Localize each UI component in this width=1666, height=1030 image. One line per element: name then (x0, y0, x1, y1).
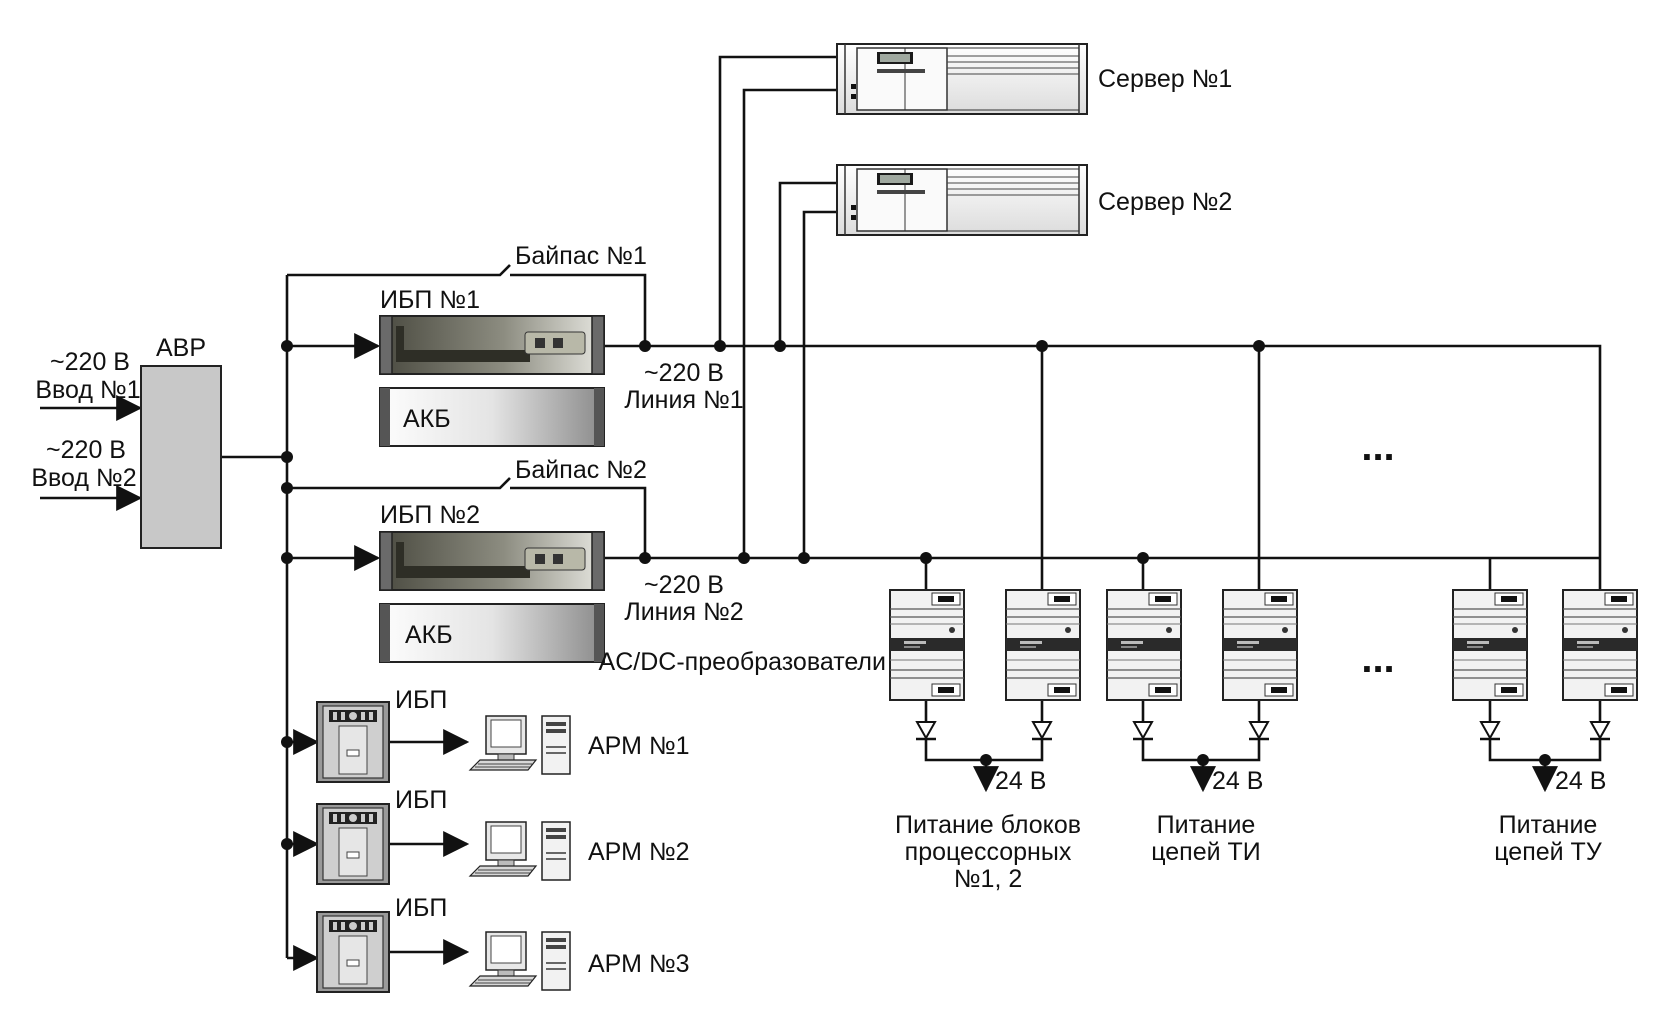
dc-voltage-1: 24 В (995, 767, 1046, 795)
bypass-1-label: Байпас №1 (515, 242, 647, 270)
converter-2 (1005, 589, 1081, 701)
server-1 (836, 43, 1088, 115)
bypass-1-wire (287, 264, 511, 277)
server-1-feed-a (718, 55, 839, 346)
tower-ups-1 (316, 701, 390, 783)
tower-ups-3 (316, 911, 390, 993)
server-2 (836, 164, 1088, 236)
input-2-label: Ввод №2 (31, 464, 136, 492)
avr-label: АВР (156, 334, 206, 362)
server-2-label: Сервер №2 (1098, 188, 1232, 216)
line-1 (603, 344, 1602, 590)
converter-5 (1452, 589, 1528, 701)
tower-ups-1-label: ИБП (395, 686, 447, 714)
group-2-desc-line-2: цепей ТИ (1151, 838, 1261, 866)
arm-3-label: АРМ №3 (588, 950, 690, 978)
group-1-desc-line-2: процессорных (905, 838, 1072, 866)
ups-1-label: ИБП №1 (380, 286, 480, 314)
arm-2-label: АРМ №2 (588, 838, 690, 866)
bypass-2-wire-end (510, 486, 647, 558)
input-2-voltage: ~220 В (46, 436, 126, 464)
battery-2-label: АКБ (405, 621, 453, 649)
group-1-desc-line-3: №1, 2 (954, 865, 1023, 893)
server-2-feed-b (802, 210, 839, 558)
battery-1 (379, 387, 605, 447)
dc-voltage-3: 24 В (1555, 767, 1606, 795)
avr-box (140, 365, 222, 549)
group-1-desc-line-1: Питание блоков (895, 811, 1081, 839)
junction-dots (281, 340, 1551, 850)
input-1-label: Ввод №1 (35, 376, 140, 404)
converter-6 (1562, 589, 1638, 701)
ellipsis-converters: ... (1361, 637, 1394, 681)
diodes (915, 721, 1611, 741)
workstation-2 (469, 821, 571, 881)
line-2-voltage: ~220 В (644, 571, 724, 599)
group-2-desc-line-1: Питание (1157, 811, 1256, 839)
tower-ups-2-label: ИБП (395, 786, 447, 814)
line-1-label: Линия №1 (624, 386, 743, 414)
battery-2 (379, 603, 605, 663)
converter-1 (889, 589, 965, 701)
dc-voltage-2: 24 В (1212, 767, 1263, 795)
bypass-1-wire-end (510, 273, 647, 346)
line-1-voltage: ~220 В (644, 359, 724, 387)
tower-ups-2 (316, 803, 390, 885)
ellipsis-top: ... (1361, 425, 1394, 469)
server-2-feed-a (778, 181, 839, 346)
group-3-desc-line-1: Питание (1499, 811, 1598, 839)
workstation-1 (469, 715, 571, 775)
arm-1-label: АРМ №1 (588, 732, 690, 760)
ups-2 (379, 531, 605, 591)
bypass-2-label: Байпас №2 (515, 456, 647, 484)
tower-ups-3-label: ИБП (395, 894, 447, 922)
ups-1 (379, 315, 605, 375)
wiring (40, 55, 1602, 971)
converter-3 (1106, 589, 1182, 701)
line-2-label: Линия №2 (624, 598, 743, 626)
server-1-label: Сервер №1 (1098, 65, 1232, 93)
workstation-3 (469, 931, 571, 991)
converter-4 (1222, 589, 1298, 701)
ups-2-label: ИБП №2 (380, 501, 480, 529)
bypass-2-wire (287, 477, 511, 490)
input-1-voltage: ~220 В (50, 348, 130, 376)
group-3-desc-line-2: цепей ТУ (1494, 838, 1602, 866)
server-1-feed-b (742, 88, 839, 558)
converters-label: AC/DC-преобразователи (599, 648, 886, 676)
battery-1-label: АКБ (403, 405, 451, 433)
